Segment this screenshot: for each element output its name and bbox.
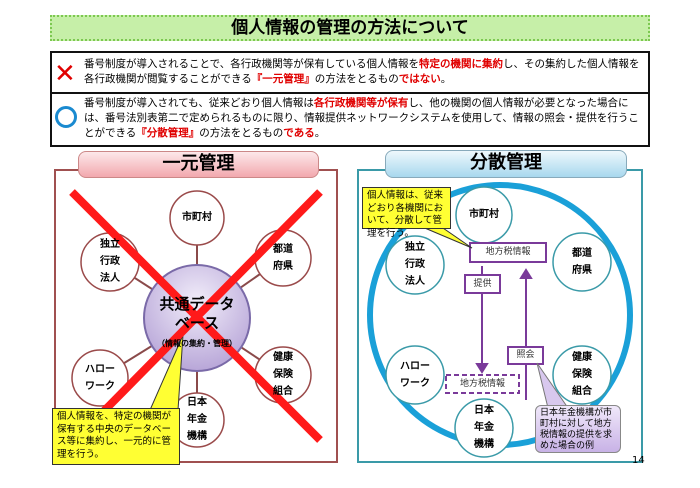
node-hello-work: ハロー ワーク xyxy=(85,364,115,392)
node-prefecture-r: 都道 府県 xyxy=(572,248,592,276)
statement-box: ✕ 番号制度が導入されることで、各行政機関等が保有している個人情報を特定の機関に… xyxy=(50,51,650,147)
header-distributed: 分散管理 xyxy=(385,150,627,178)
emphasis-text: である xyxy=(283,127,315,139)
header-centralized: 一元管理 xyxy=(78,151,319,178)
statement-text: 番号制度が導入されても、従来どおり個人情報は xyxy=(84,97,314,109)
inquiry-label: 照会 xyxy=(516,350,535,360)
statement-text: し、その集約した個人情報を各行政機関が閲覧することができる xyxy=(84,58,640,85)
page-number: 14 xyxy=(632,455,645,466)
statement-text: の方法をとるもの xyxy=(314,73,399,85)
tax-info-copy-box: 地方税情報 xyxy=(459,379,505,389)
node-health-insurance-r: 健康 保険 組合 xyxy=(572,352,592,397)
emphasis-text: 各行政機関等が保有 xyxy=(313,97,409,109)
emphasis-text: 『分散管理』 xyxy=(136,127,200,139)
divider xyxy=(52,92,648,94)
circle-mark-icon xyxy=(55,106,77,128)
central-database-note: （情報の集約・管理） xyxy=(157,339,237,348)
statement-text: 。 xyxy=(440,73,452,85)
emphasis-text: ではない xyxy=(398,73,441,85)
emphasis-text: 特定の機関に集約 xyxy=(418,58,503,70)
node-prefecture: 都道 府県 xyxy=(273,244,293,272)
node-independent-agency-r: 独立 行政 法人 xyxy=(405,242,425,287)
callout-example: 日本年金機構が市町村に対して地方税情報の提供を求めた場合の例 xyxy=(535,405,621,453)
statement-text: の方法をとるもの xyxy=(199,127,284,139)
callout-centralized: 個人情報を、特定の機関が保有する中央のデータベース等に集約し、一元的に管理を行う… xyxy=(52,408,180,465)
node-pension-service: 日本 年金 機構 xyxy=(187,397,207,442)
node-municipality-r: 市町村 xyxy=(469,209,499,220)
cross-mark-icon: ✕ xyxy=(54,59,76,89)
statement-centralized: 番号制度が導入されることで、各行政機関等が保有している個人情報を特定の機関に集約… xyxy=(84,57,642,87)
provide-label: 提供 xyxy=(473,279,492,289)
node-pension-service-r: 日本 年金 機構 xyxy=(474,405,494,450)
statement-text: 。 xyxy=(314,127,326,139)
statement-text: 番号制度が導入されることで、各行政機関等が保有している個人情報を xyxy=(84,58,419,70)
central-database: 共通データ ベース xyxy=(159,295,235,332)
callout-distributed: 個人情報は、従来どおり各機関において、分散して管理を行う。 xyxy=(362,187,451,239)
node-hello-work-r: ハロー ワーク xyxy=(400,361,430,389)
node-municipality: 市町村 xyxy=(182,212,212,223)
statement-distributed: 番号制度が導入されても、従来どおり個人情報は各行政機関等が保有し、他の機関の個人… xyxy=(84,96,642,141)
page-title: 個人情報の管理の方法について xyxy=(50,15,650,41)
node-health-insurance: 健康 保険 組合 xyxy=(273,352,293,397)
tax-info-box: 地方税情報 xyxy=(485,247,531,257)
red-x-lines xyxy=(69,189,323,443)
emphasis-text: 『一元管理』 xyxy=(251,73,315,85)
statement-text: し、他の機関の個人情報が必要となった場合には、番号法別表第二で定められるものに限… xyxy=(84,97,639,139)
node-independent-agency: 独立 行政 法人 xyxy=(100,239,120,284)
